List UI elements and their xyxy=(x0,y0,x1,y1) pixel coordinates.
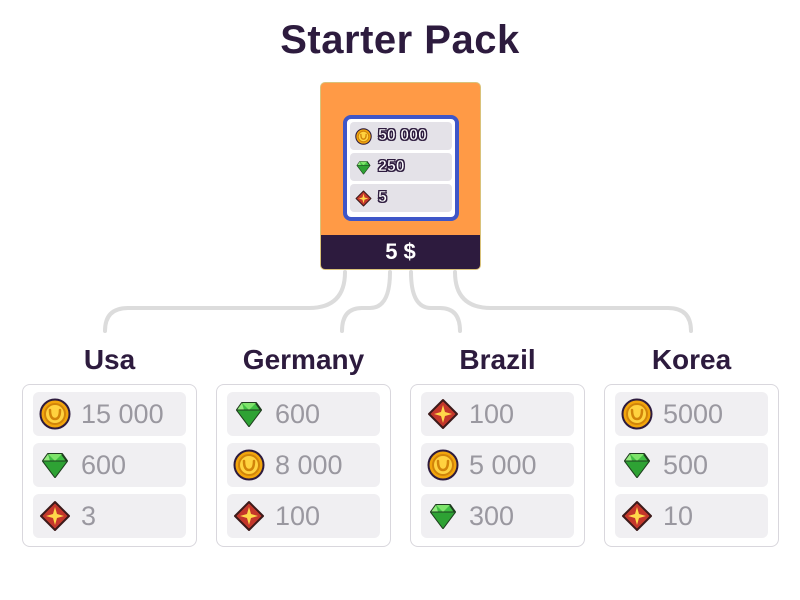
item-value: 100 xyxy=(275,500,321,531)
gem-icon xyxy=(233,398,265,430)
country-title-germany: Germany xyxy=(242,344,365,375)
item-value: 600 xyxy=(275,398,321,429)
page-title: Starter Pack xyxy=(280,18,520,62)
connector-usa xyxy=(103,270,347,333)
pack-item-coins: 50 000 xyxy=(350,122,452,150)
pack-contents: 50 000 250 5 xyxy=(343,115,459,221)
coin-icon xyxy=(39,398,71,430)
list-item: 3 xyxy=(33,494,186,538)
pack-item-gems: 250 xyxy=(350,153,452,181)
list-item: 300 xyxy=(421,494,574,538)
pack-item-value: 50 000 xyxy=(378,127,428,145)
country-card-korea: 5000 500 10 xyxy=(604,384,779,547)
price-label[interactable]: 5 $ xyxy=(321,235,480,269)
gem-icon xyxy=(427,500,459,532)
starter-pack-card[interactable]: 50 000 250 5 5 $ xyxy=(320,82,481,270)
item-value: 500 xyxy=(663,449,709,480)
list-item: 8 000 xyxy=(227,443,380,487)
country-card-germany: 600 8 000 100 xyxy=(216,384,391,547)
pack-item-value: 250 xyxy=(378,158,405,176)
list-item: 10 xyxy=(615,494,768,538)
item-value: 100 xyxy=(469,398,515,429)
star-crystal-icon xyxy=(427,398,459,430)
coin-icon xyxy=(621,398,653,430)
country-card-usa: 15 000 600 3 xyxy=(22,384,197,547)
list-item: 100 xyxy=(227,494,380,538)
list-item: 15 000 xyxy=(33,392,186,436)
pack-item-value: 5 xyxy=(378,189,388,207)
item-value: 15 000 xyxy=(81,398,164,429)
list-item: 600 xyxy=(33,443,186,487)
star-crystal-icon xyxy=(355,190,372,207)
connector-germany xyxy=(340,270,392,333)
country-title-brazil: Brazil xyxy=(459,344,536,375)
list-item: 500 xyxy=(615,443,768,487)
coin-icon xyxy=(355,128,372,145)
country-title-korea: Korea xyxy=(651,344,732,375)
item-value: 5 000 xyxy=(469,449,537,480)
item-value: 300 xyxy=(469,500,515,531)
gem-icon xyxy=(39,449,71,481)
item-value: 5000 xyxy=(663,398,724,429)
coin-icon xyxy=(233,449,265,481)
pack-item-crystals: 5 xyxy=(350,184,452,212)
list-item: 100 xyxy=(421,392,574,436)
item-value: 600 xyxy=(81,449,127,480)
connector-korea xyxy=(453,270,693,333)
list-item: 5 000 xyxy=(421,443,574,487)
item-value: 10 xyxy=(663,500,694,531)
coin-icon xyxy=(427,449,459,481)
list-item: 5000 xyxy=(615,392,768,436)
star-crystal-icon xyxy=(39,500,71,532)
connector-brazil xyxy=(409,270,462,333)
country-card-brazil: 100 5 000 300 xyxy=(410,384,585,547)
gem-icon xyxy=(621,449,653,481)
star-crystal-icon xyxy=(621,500,653,532)
item-value: 8 000 xyxy=(275,449,343,480)
list-item: 600 xyxy=(227,392,380,436)
gem-icon xyxy=(355,159,372,176)
star-crystal-icon xyxy=(233,500,265,532)
country-title-usa: Usa xyxy=(83,344,136,375)
item-value: 3 xyxy=(81,500,97,531)
